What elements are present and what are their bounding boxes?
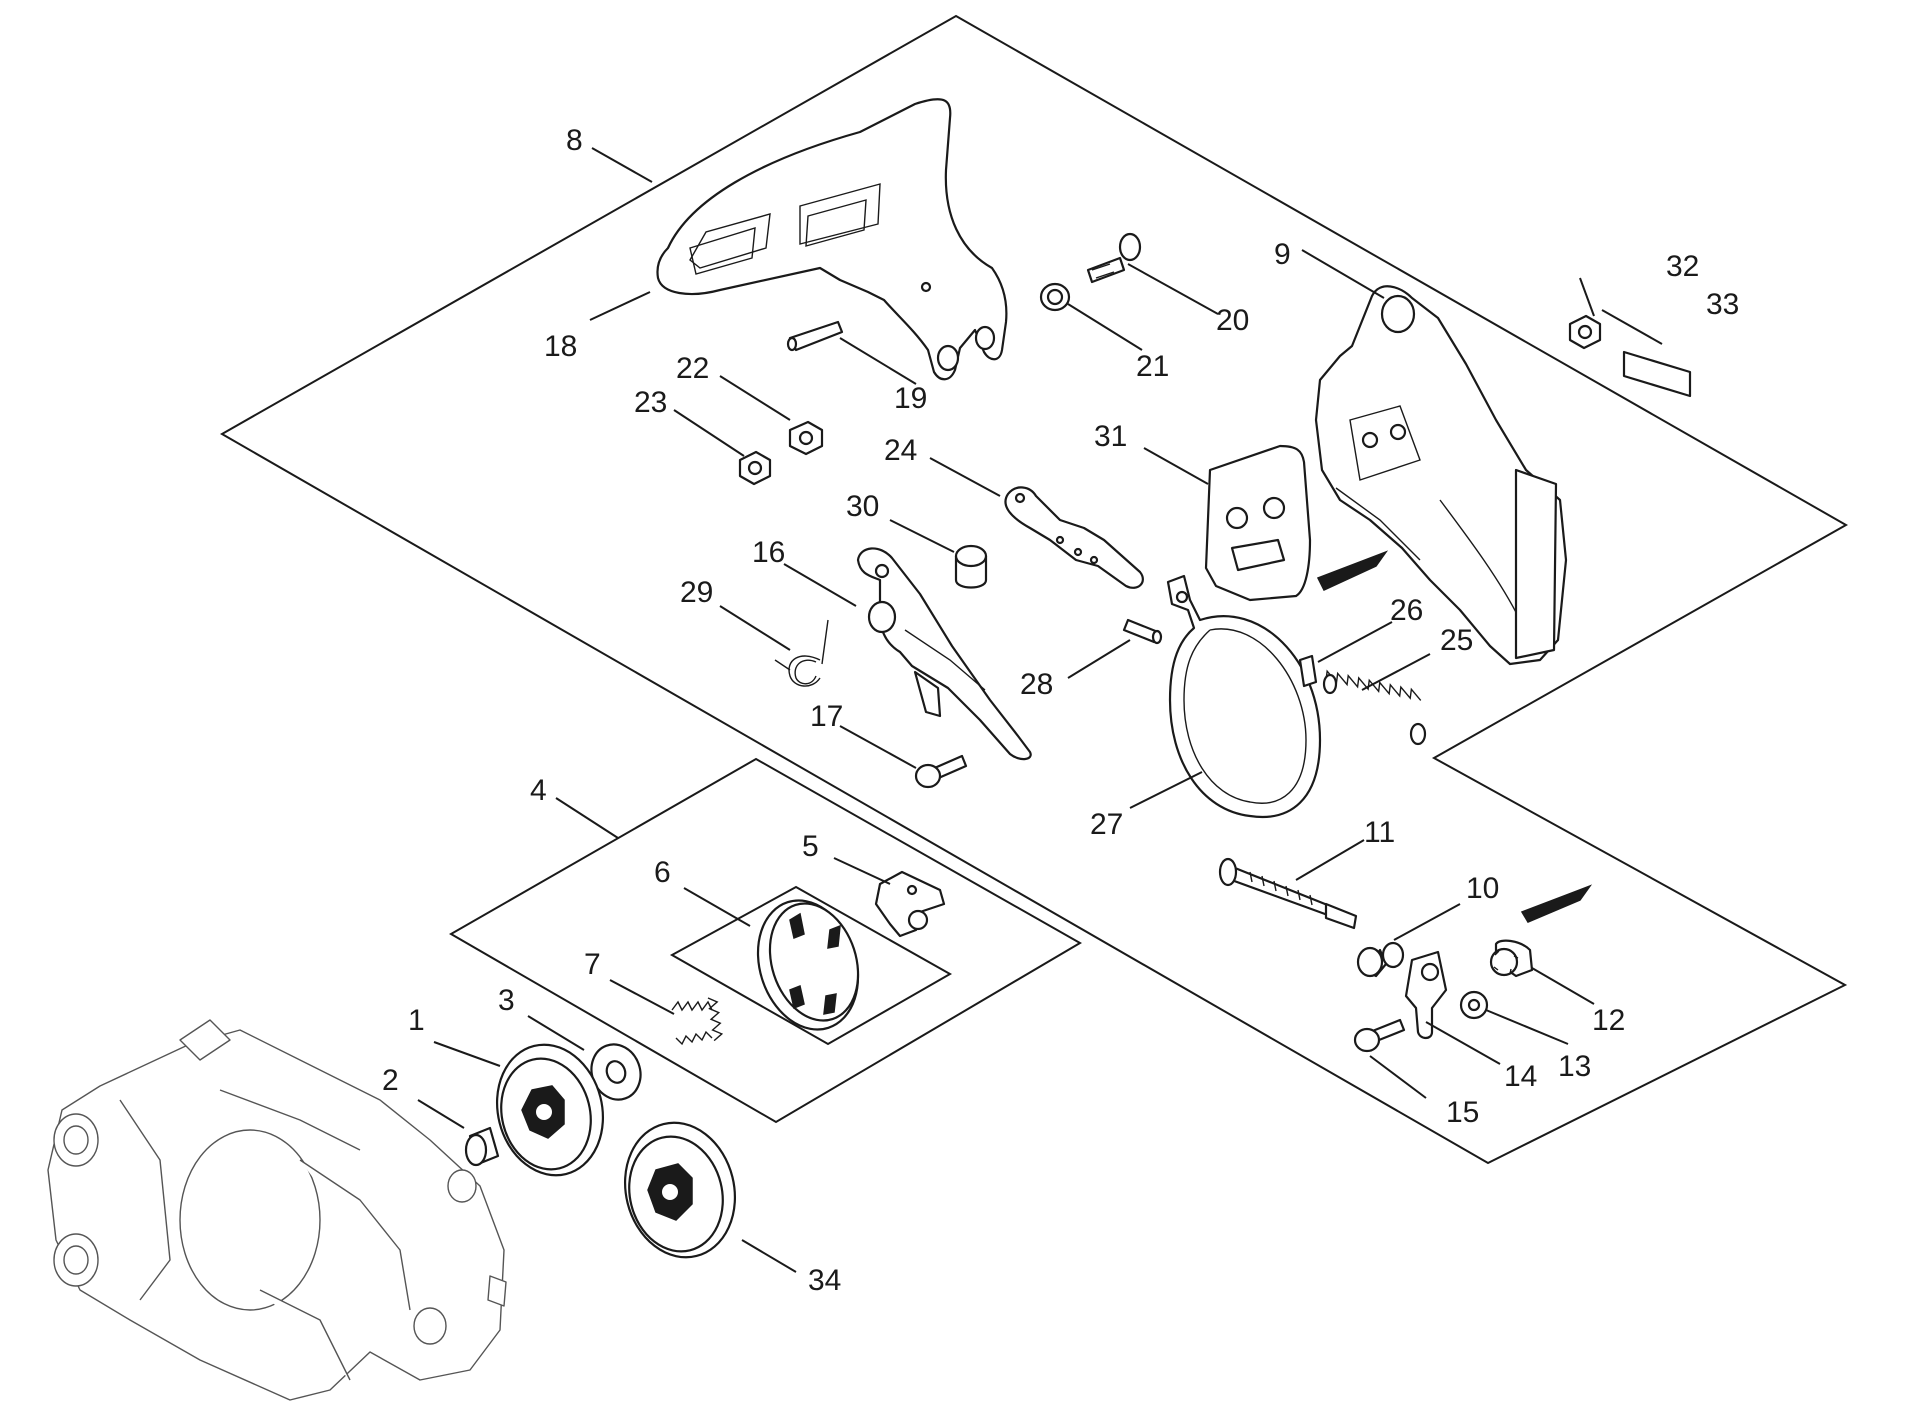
callout-8: 8: [566, 124, 583, 157]
torsion-spring-part-29: [774, 619, 829, 687]
direction-arrow-lower: [1520, 884, 1593, 923]
clutch-assembly-frame: [448, 757, 1082, 1124]
screw-part-15: [1353, 1018, 1406, 1053]
sprocket-part-1: [495, 1043, 605, 1177]
callout-34: 34: [808, 1264, 841, 1297]
brake-link-part-24: [1004, 486, 1144, 589]
clutch-hub-part-5: [874, 870, 946, 938]
callout-10: 10: [1466, 872, 1499, 905]
callout-14: 14: [1504, 1060, 1537, 1093]
callout-21: 21: [1136, 350, 1169, 383]
sprocket-part-34: [623, 1121, 737, 1259]
callout-25: 25: [1440, 624, 1473, 657]
callout-30: 30: [846, 490, 879, 523]
callout-22: 22: [676, 352, 709, 385]
nut-part-32: [1568, 314, 1602, 350]
nut-part-23: [738, 450, 772, 486]
spring-part-25: [1322, 669, 1427, 746]
callout-17: 17: [810, 700, 843, 733]
nut-part-10: [1356, 941, 1405, 978]
callout-12: 12: [1592, 1004, 1625, 1037]
leader-lines: [417, 147, 1663, 1273]
clutch-springs-part-7: [671, 997, 724, 1046]
pin-part-28: [1122, 618, 1163, 645]
callout-7: 7: [584, 948, 601, 981]
callout-15: 15: [1446, 1096, 1479, 1129]
collar-part-30: [954, 544, 988, 589]
callout-18: 18: [544, 330, 577, 363]
bracket-part-14: [1404, 950, 1448, 1040]
callout-labels: 1 2 3 4 5 6 7 8 9 10 11 12 13 14 15 16 1…: [382, 124, 1739, 1297]
screw-part-17: [914, 754, 968, 789]
callout-11: 11: [1364, 816, 1395, 849]
direction-arrow-upper: [1316, 550, 1389, 591]
nut-part-22: [788, 420, 824, 456]
bolt-part-20: [1086, 232, 1142, 284]
clutch-shoe-subframe: [669, 885, 953, 1046]
clutch-shoes-part-6: [756, 899, 860, 1031]
guide-plate-part-31: [1204, 444, 1312, 602]
label-part-33: [1622, 350, 1692, 398]
collar-part-21: [1039, 282, 1071, 312]
callout-16: 16: [752, 536, 785, 569]
crankcase-housing: [47, 1019, 507, 1401]
block-part-26: [1298, 654, 1318, 688]
gear-part-12: [1489, 939, 1534, 978]
gear-washer-part-13: [1459, 990, 1489, 1020]
callout-33: 33: [1706, 288, 1739, 321]
callout-31: 31: [1094, 420, 1127, 453]
callout-19: 19: [894, 382, 927, 415]
tensioner-screw-part-11: [1218, 857, 1358, 930]
callout-13: 13: [1558, 1050, 1591, 1083]
sprocket-cover-part-9: [1314, 285, 1568, 666]
callout-5: 5: [802, 830, 819, 863]
guard-plate-part: [656, 98, 1008, 381]
callout-29: 29: [680, 576, 713, 609]
callout-2: 2: [382, 1064, 399, 1097]
callout-32: 32: [1666, 250, 1699, 283]
callout-27: 27: [1090, 808, 1123, 841]
brake-lever-part-16: [856, 547, 1032, 761]
callout-28: 28: [1020, 668, 1053, 701]
callout-23: 23: [634, 386, 667, 419]
callout-20: 20: [1216, 304, 1249, 337]
callout-9: 9: [1274, 238, 1291, 271]
callout-4: 4: [530, 774, 547, 807]
callout-6: 6: [654, 856, 671, 889]
callout-24: 24: [884, 434, 917, 467]
pin-part-19: [786, 320, 844, 352]
chain-brake-assembly-frame: [219, 14, 1849, 1165]
callout-3: 3: [498, 984, 515, 1017]
callout-26: 26: [1390, 594, 1423, 627]
callout-1: 1: [408, 1004, 425, 1037]
brake-band-part-27: [1166, 574, 1322, 819]
needle-bearing-part-2: [464, 1126, 500, 1167]
